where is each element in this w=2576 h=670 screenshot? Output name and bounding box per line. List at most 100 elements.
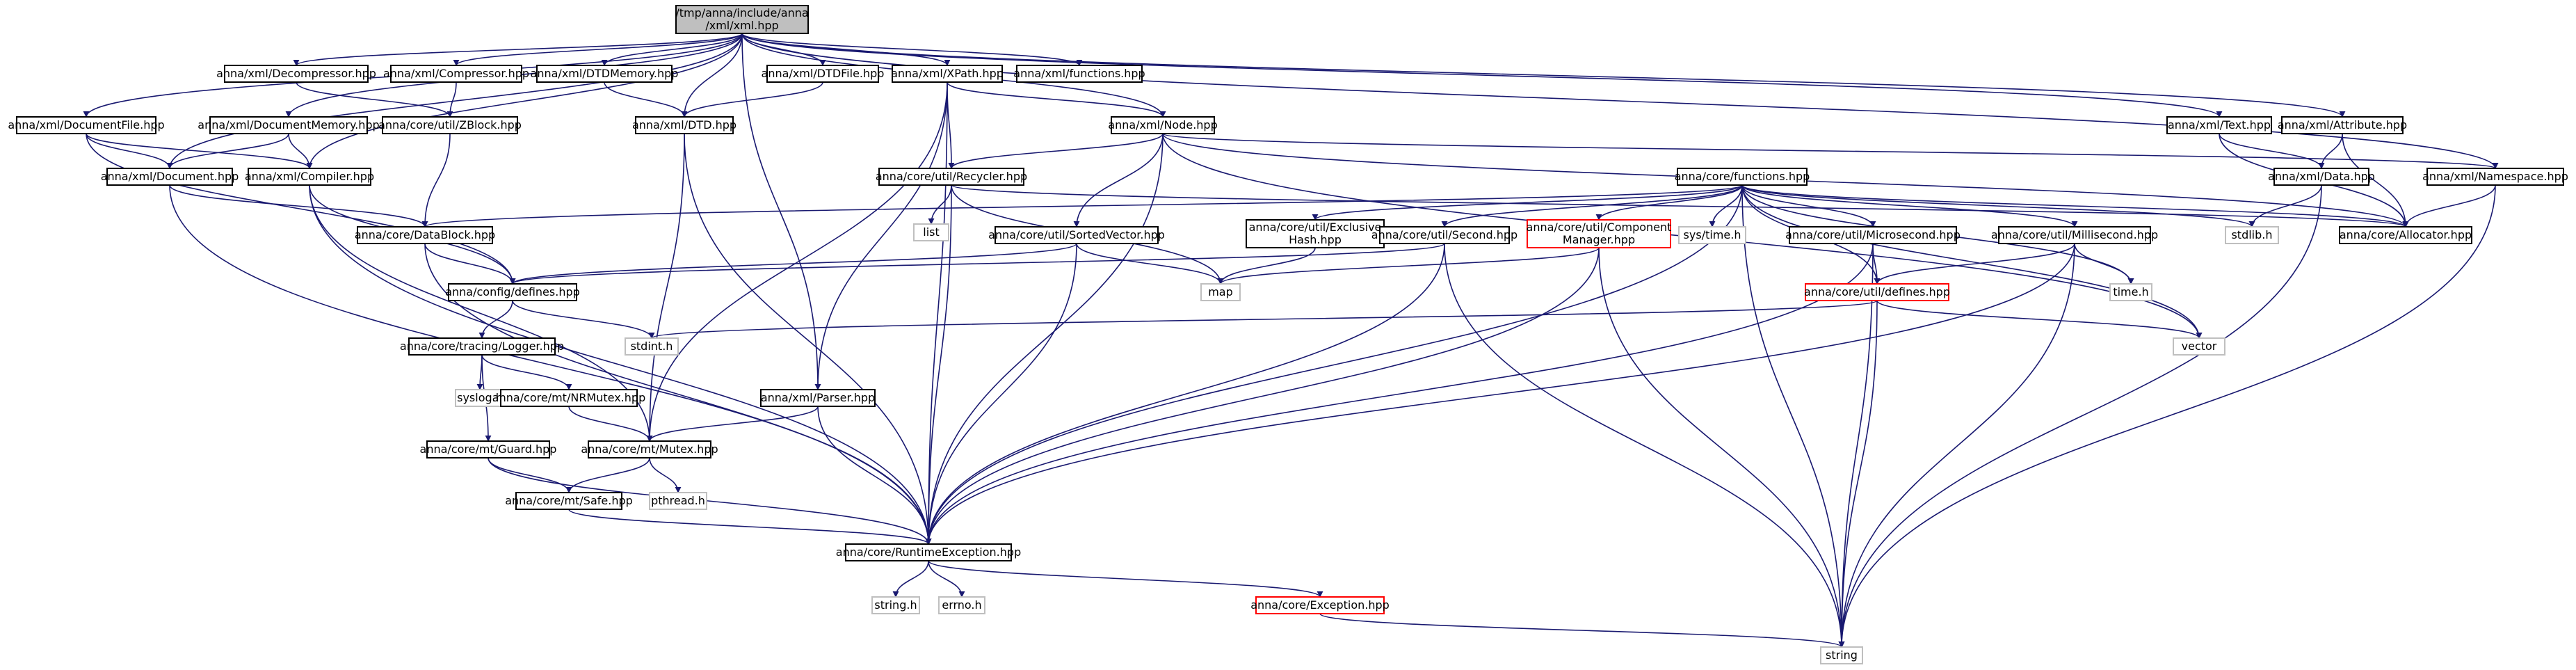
node-box	[1527, 219, 1671, 248]
node-guard[interactable]: anna/core/mt/Guard.hpp	[420, 440, 557, 458]
node-runtimeexception[interactable]: anna/core/RuntimeException.hpp	[836, 543, 1021, 561]
node-label: sys/time.h	[1684, 228, 1741, 241]
edge-millisecond-to-string	[1838, 243, 2075, 648]
edge-text-to-data	[2219, 133, 2325, 169]
node-string[interactable]: string	[1820, 646, 1863, 664]
node-document[interactable]: anna/xml/Document.hpp	[101, 168, 239, 186]
node-box	[675, 5, 809, 34]
edge-corefunctions-to-stdlib	[1741, 184, 2255, 228]
node-exception[interactable]: anna/core/Exception.hpp	[1250, 596, 1390, 614]
node-datablock[interactable]: anna/core/DataBlock.hpp	[355, 226, 495, 244]
node-configdefines[interactable]: anna/config/defines.hpp	[445, 283, 580, 301]
node-label: anna/xml/Text.hpp	[2168, 118, 2271, 131]
node-dtdmemory[interactable]: anna/xml/DTDMemory.hpp	[531, 65, 679, 83]
node-map[interactable]: map	[1200, 283, 1241, 301]
edge-compiler-to-runtimeexception	[309, 184, 932, 545]
node-label: anna/xml/Document.hpp	[101, 170, 239, 183]
node-box	[2166, 116, 2272, 134]
node-systime[interactable]: sys/time.h	[1678, 226, 1746, 244]
node-box	[760, 389, 876, 407]
node-decompressor[interactable]: anna/xml/Decompressor.hpp	[216, 65, 376, 83]
node-mutex[interactable]: anna/core/mt/Mutex.hpp	[581, 440, 718, 458]
node-label: anna/core/functions.hpp	[1675, 170, 1810, 183]
edge-sortedvector-to-map	[1076, 243, 1224, 285]
edge-node-to-runtimeexception	[925, 133, 1164, 545]
node-compiler[interactable]: anna/xml/Compiler.hpp	[245, 168, 374, 186]
node-sortedvector[interactable]: anna/core/util/SortedVector.hpp	[988, 226, 1165, 244]
node-label: anna/xml/XPath.hpp	[891, 67, 1004, 80]
edge-corefunctions-to-exclusivehash	[1312, 184, 1743, 221]
node-stdint[interactable]: stdint.h	[625, 337, 679, 356]
edge-nrmutex-to-mutex	[568, 406, 653, 442]
node-documentfile[interactable]: anna/xml/DocumentFile.hpp	[8, 116, 165, 134]
node-stringh[interactable]: string.h	[871, 596, 920, 614]
node-box	[2339, 226, 2472, 244]
node-box	[500, 389, 638, 407]
edge-node-to-namespace	[1162, 133, 2498, 169]
node-label: anna/xml/DocumentMemory.hpp	[198, 118, 379, 131]
node-label: anna/core/mt/NRMutex.hpp	[492, 391, 645, 404]
node-xpath[interactable]: anna/xml/XPath.hpp	[891, 65, 1004, 83]
node-zblock[interactable]: anna/core/util/ZBlock.hpp	[378, 116, 522, 134]
node-parser[interactable]: anna/xml/Parser.hpp	[760, 389, 876, 407]
nodes-layer: /tmp/anna/include/anna/xml/xml.hpp anna/x…	[8, 5, 2568, 664]
node-label: anna/core/RuntimeException.hpp	[836, 545, 1021, 559]
node-box	[2273, 168, 2369, 186]
node-vector[interactable]: vector	[2173, 337, 2225, 356]
node-data[interactable]: anna/xml/Data.hpp	[2268, 168, 2375, 186]
node-safe[interactable]: anna/core/mt/Safe.hpp	[505, 492, 633, 510]
node-root[interactable]: /tmp/anna/include/anna/xml/xml.hpp	[675, 5, 809, 34]
node-recycler[interactable]: anna/core/util/Recycler.hpp	[876, 168, 1027, 186]
node-compressor[interactable]: anna/xml/Compressor.hpp	[383, 65, 529, 83]
edge-documentfile-to-document	[86, 133, 173, 169]
edge-root-to-text	[741, 33, 2223, 118]
node-millisecond[interactable]: anna/core/util/Millisecond.hpp	[1991, 226, 2158, 244]
node-node[interactable]: anna/xml/Node.hpp	[1108, 116, 1218, 134]
node-logger[interactable]: anna/core/tracing/Logger.hpp	[400, 337, 564, 356]
node-second[interactable]: anna/core/util/Second.hpp	[1371, 226, 1518, 244]
node-label: string.h	[874, 598, 917, 612]
edge-node-to-sortedvector	[1073, 133, 1164, 228]
node-box	[2281, 116, 2404, 134]
node-box	[2426, 168, 2564, 186]
node-errno[interactable]: errno.h	[938, 596, 985, 614]
edge-documentfile-to-compiler	[86, 133, 313, 169]
edge-root-to-namespace	[741, 33, 2499, 169]
node-xmlfunctions[interactable]: anna/xml/functions.hpp	[1013, 65, 1145, 83]
node-label: anna/core/util/defines.hpp	[1804, 285, 1950, 298]
node-stdlib[interactable]: stdlib.h	[2225, 226, 2279, 244]
node-label: map	[1208, 285, 1233, 298]
node-namespace[interactable]: anna/xml/Namespace.hpp	[2422, 168, 2568, 186]
node-microsecond[interactable]: anna/core/util/Microsecond.hpp	[1785, 226, 1961, 244]
edge-microsecond-to-runtimeexception	[925, 243, 1874, 545]
node-label: anna/core/util/Second.hpp	[1371, 228, 1518, 241]
node-dtdfile[interactable]: anna/xml/DTDFile.hpp	[762, 65, 885, 83]
node-label: anna/core/mt/Mutex.hpp	[581, 442, 718, 456]
node-attribute[interactable]: anna/xml/Attribute.hpp	[2278, 116, 2407, 134]
node-label: anna/xml/DocumentFile.hpp	[8, 118, 164, 131]
node-syslog[interactable]: syslog.h	[455, 389, 505, 407]
edge-parser-to-runtimeexception	[817, 406, 932, 545]
node-label: anna/core/DataBlock.hpp	[355, 228, 495, 241]
node-label: anna/config/defines.hpp	[445, 285, 580, 298]
node-corefunctions[interactable]: anna/core/functions.hpp	[1675, 168, 1810, 186]
node-list[interactable]: list	[913, 223, 949, 241]
node-documentmemory[interactable]: anna/xml/DocumentMemory.hpp	[198, 116, 380, 134]
node-text[interactable]: anna/xml/Text.hpp	[2166, 116, 2272, 134]
node-utildefines[interactable]: anna/core/util/defines.hpp	[1804, 283, 1950, 301]
node-dtd[interactable]: anna/xml/DTD.hpp	[632, 116, 736, 134]
node-timeh[interactable]: time.h	[2109, 283, 2152, 301]
node-box	[357, 226, 493, 244]
edge-mutex-to-pthread	[649, 457, 682, 493]
node-box	[1016, 65, 1143, 83]
node-box	[2173, 337, 2225, 356]
node-pthread[interactable]: pthread.h	[649, 492, 707, 510]
node-allocator[interactable]: anna/core/Allocator.hpp	[2339, 226, 2472, 244]
edge-runtimeexception-to-stringh	[892, 560, 929, 598]
node-box	[1820, 646, 1863, 664]
node-label: stdlib.h	[2231, 228, 2272, 241]
node-nrmutex[interactable]: anna/core/mt/NRMutex.hpp	[492, 389, 645, 407]
edge-recycler-to-allocator	[951, 184, 2408, 228]
